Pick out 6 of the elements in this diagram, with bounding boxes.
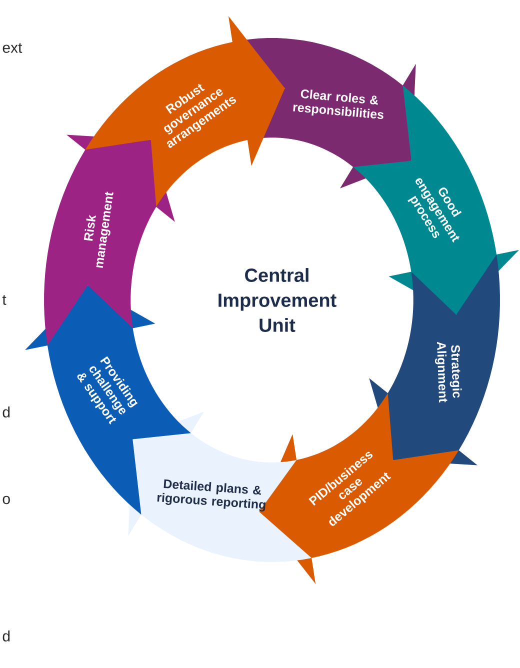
text-fragment: ext [2, 43, 22, 53]
text-fragment: t [2, 295, 6, 305]
text-fragment: o [2, 496, 10, 504]
text-fragment: d [2, 630, 10, 642]
center-title: Central Improvement Unit [218, 268, 336, 332]
text-fragment: d [2, 406, 10, 418]
